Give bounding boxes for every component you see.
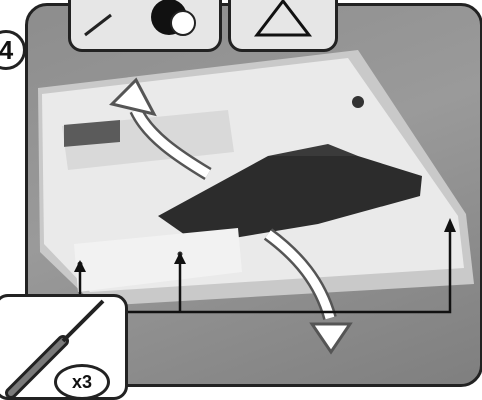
warning-inset-left: [68, 0, 222, 52]
disc-icon: [71, 0, 219, 49]
step-number: 4: [0, 30, 26, 70]
tool-quantity: x3: [54, 364, 110, 400]
warning-inset-right: [228, 0, 338, 52]
warning-triangle-icon: [231, 0, 335, 49]
